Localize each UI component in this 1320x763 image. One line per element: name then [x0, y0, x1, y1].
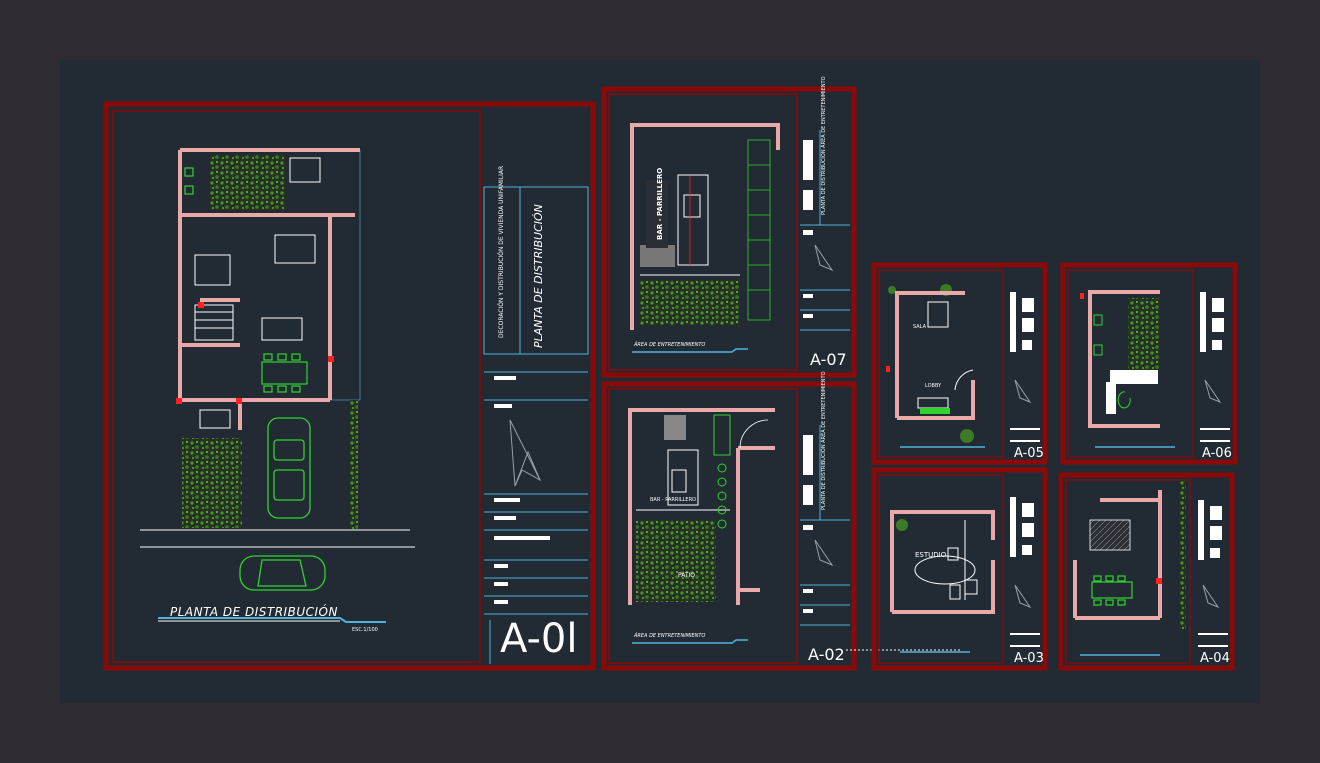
north-arrow-icon — [509, 419, 542, 487]
sheet-code-a02: A-02 — [808, 645, 845, 664]
title-block-text-a07: PLANTA DE DISTRIBUCIÓN ÁREA DE ENTRETENI… — [821, 76, 827, 215]
room-label-estudio-a03: ESTUDIO — [915, 551, 947, 559]
car-icon — [267, 417, 311, 519]
floor-plan-a01 — [140, 148, 415, 591]
scale-label-a01: ESC.1/100 — [352, 627, 378, 633]
caption-a02: ÁREA DE ENTRETENIMIENTO — [634, 633, 706, 639]
sheet-code-a04: A-04 — [1200, 651, 1230, 666]
sheet-a05[interactable] — [871, 262, 1048, 465]
title-block-a02 — [800, 425, 850, 626]
room-label-bar-a02: BAR - PARRILLERO — [650, 497, 696, 503]
sheet-code-a07: A-07 — [810, 350, 847, 369]
sheet-a06[interactable] — [1060, 262, 1238, 465]
title-block-a01 — [483, 186, 589, 664]
project-name-a01: DECORACIÓN Y DISTRIBUCIÓN DE VIVIENDA UN… — [498, 165, 505, 338]
room-label-bar-a07: BAR - PARRILLERO — [656, 167, 664, 240]
sheet-a02[interactable] — [601, 381, 960, 671]
plan-a02 — [628, 408, 775, 605]
title-block-bars-a01 — [494, 376, 550, 604]
title-block-a07 — [800, 130, 850, 331]
sheet-code-a06: A-06 — [1202, 446, 1232, 461]
sheet-a03[interactable] — [871, 467, 1048, 671]
room-label-patio-a02: PATIO — [678, 572, 696, 579]
title-block-a03 — [1010, 497, 1040, 647]
plan-a06 — [1080, 290, 1160, 428]
title-block-a04 — [1198, 500, 1228, 647]
sheet-a04[interactable] — [1058, 472, 1235, 671]
car-side-icon — [239, 555, 326, 591]
sheet-a01[interactable] — [103, 101, 596, 671]
sheet-a07[interactable] — [601, 86, 857, 378]
room-label-lobby-a05: LOBBY — [925, 383, 942, 389]
plan-a03 — [890, 510, 995, 614]
title-block-a06 — [1200, 292, 1230, 442]
room-label-sala-a05: SALA — [913, 324, 927, 330]
main-title-a01: PLANTA DE DISTRIBUCIÓN — [170, 605, 338, 619]
title-block-a05 — [1010, 292, 1040, 442]
sheet-code-a01: A-0l — [500, 616, 578, 662]
title-block-text-a02: PLANTA DE DISTRIBUCIÓN ÁREA DE ENTRETENI… — [821, 371, 827, 510]
sheet-code-a05: A-05 — [1014, 446, 1044, 461]
sheet-code-a03: A-03 — [1014, 651, 1044, 666]
plan-a05 — [886, 284, 975, 443]
plan-a07 — [630, 123, 780, 330]
plan-a04 — [1073, 480, 1186, 630]
caption-a07: ÁREA DE ENTRETENIMIENTO — [634, 342, 706, 348]
title-block-heading-a01: PLANTA DE DISTRIBUCIÓN — [532, 204, 545, 348]
